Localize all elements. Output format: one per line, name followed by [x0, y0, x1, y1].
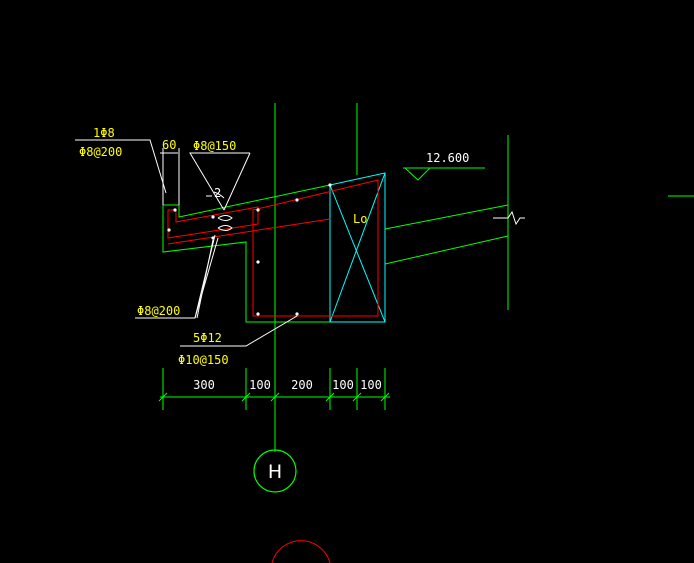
rebar-dot: [256, 260, 260, 264]
rebar-dot: [295, 198, 299, 202]
break-line: [493, 210, 525, 226]
annotation-bottom-stirrup: Φ8@200: [137, 304, 180, 318]
rebar-dot: [167, 228, 171, 232]
adjacent-bubble-arc: [271, 540, 331, 563]
dim-tick: [380, 392, 390, 402]
dim-text: 100: [360, 378, 382, 392]
beam-label: Lo: [353, 212, 367, 226]
leader-bottom-stirrup-2: [194, 237, 219, 319]
slab-top-line: [384, 204, 509, 230]
dim-text: 100: [332, 378, 354, 392]
dim-text: 100: [249, 378, 271, 392]
elevation-triangle: [403, 167, 432, 181]
annotation-cover: 60: [162, 138, 176, 152]
elevation-label: 12.600: [426, 151, 469, 165]
leader-top-bar: [75, 139, 167, 194]
hook-symbol: [217, 215, 233, 231]
dim-text: 200: [291, 378, 313, 392]
rebar-dot: [256, 208, 260, 212]
leader-slab-rebar-diag: [223, 152, 251, 211]
rebar-dot: [211, 215, 215, 219]
stirrup-cantilever: [167, 206, 259, 239]
rebar-dot: [295, 312, 299, 316]
annotation-top-stirrup: Φ8@200: [79, 145, 122, 159]
main-stirrup: [252, 179, 379, 317]
annotation-main-rebar: 5Φ12: [193, 331, 222, 345]
dim-tick: [352, 392, 362, 402]
annotation-stirrup: Φ10@150: [178, 353, 229, 367]
annotation-slab-rebar: Φ8@150: [193, 139, 236, 153]
rebar-dot: [256, 312, 260, 316]
rebar-dot: [328, 183, 332, 187]
beam-cross-1: [329, 184, 386, 323]
concrete-section-outline: [162, 184, 331, 323]
axis-label: H: [268, 461, 282, 483]
annotation-cross-ref: 2: [214, 186, 221, 200]
annotation-top-bar: 1Φ8: [93, 126, 115, 140]
rebar-dot: [173, 208, 177, 212]
slab-bar-top: [167, 218, 331, 245]
axis-bubble: [253, 449, 297, 493]
beam-cross-2: [329, 172, 386, 323]
leader-slab-rebar: [189, 152, 250, 211]
dim-tick: [325, 392, 335, 402]
hook-symbol-top: [206, 191, 225, 199]
dim-tick: [158, 392, 168, 402]
leader-bottom-stirrup-3: [196, 239, 214, 319]
dim-text: 300: [193, 378, 215, 392]
dim-tick: [241, 392, 251, 402]
dim-tick: [270, 392, 280, 402]
slab-bottom-line: [384, 235, 509, 265]
